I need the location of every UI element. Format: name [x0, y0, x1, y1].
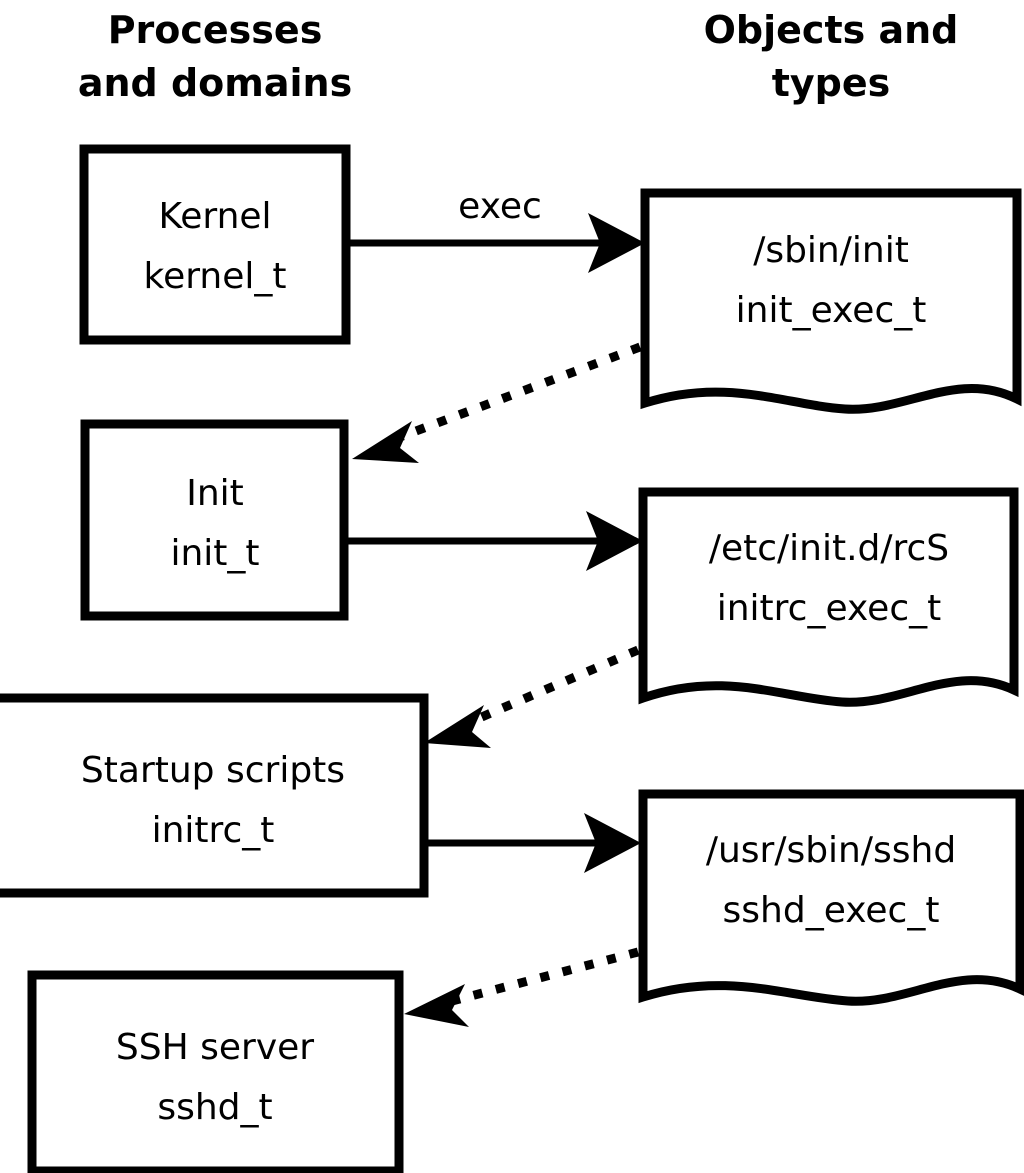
edge-sshd_exec-transition-sshd: [404, 947, 640, 1027]
edge-line: [468, 645, 640, 727]
edge-initrc_exec-transition-initrc: [424, 645, 640, 748]
arrow-head-icon: [584, 813, 641, 873]
column-header-processes: Processes and domains: [78, 8, 352, 105]
column-header-processes-line1: Processes: [108, 8, 323, 52]
edge-label-exec: exec: [458, 186, 542, 227]
node-sshd[interactable]: SSH server sshd_t: [27, 970, 404, 1173]
node-kernel-line1: Kernel: [158, 196, 271, 237]
edge-init-exec-initrc_exec: [348, 511, 643, 571]
arrow-head-icon: [352, 421, 419, 463]
node-initrc_exec-line2: initrc_exec_t: [717, 588, 942, 629]
arrow-head-icon: [588, 213, 645, 273]
edge-line: [450, 947, 640, 1006]
node-init[interactable]: Init init_t: [80, 419, 349, 621]
node-init_exec-line1: /sbin/init: [753, 230, 909, 271]
column-header-objects: Objects and types: [704, 8, 959, 105]
column-header-objects-line2: types: [772, 61, 891, 105]
arrow-head-icon: [586, 511, 643, 571]
node-init-line2: init_t: [170, 533, 259, 574]
node-initrc[interactable]: Startup scripts initrc_t: [0, 693, 429, 898]
node-init_exec-document-shape[interactable]: [640, 188, 1022, 414]
node-sshd_exec-line1: /usr/sbin/sshd: [706, 830, 956, 871]
node-initrc-line1: Startup scripts: [81, 750, 345, 791]
node-init-line1: Init: [186, 473, 244, 514]
edge-line: [398, 342, 642, 442]
node-init_exec-line2: init_exec_t: [736, 290, 927, 331]
node-initrc-box[interactable]: [0, 693, 429, 898]
edge-kernel-exec-init_exec: exec: [350, 186, 645, 273]
node-init_exec[interactable]: /sbin/init init_exec_t: [640, 188, 1022, 414]
node-kernel[interactable]: Kernel kernel_t: [79, 144, 351, 345]
node-sshd-box[interactable]: [27, 970, 404, 1173]
node-init-box[interactable]: [80, 419, 349, 621]
node-sshd_exec[interactable]: /usr/sbin/sshd sshd_exec_t: [638, 789, 1024, 1006]
arrow-head-icon: [424, 705, 491, 748]
node-sshd_exec-document-shape[interactable]: [638, 789, 1024, 1006]
arrow-head-icon: [404, 984, 469, 1027]
node-initrc_exec[interactable]: /etc/init.d/rcS initrc_exec_t: [638, 487, 1019, 707]
node-kernel-line2: kernel_t: [144, 256, 287, 297]
node-kernel-box[interactable]: [79, 144, 351, 345]
edge-initrc-exec-sshd_exec: [428, 813, 641, 873]
node-sshd-line1: SSH server: [116, 1027, 314, 1068]
column-header-objects-line1: Objects and: [704, 8, 959, 52]
edge-init_exec-transition-init: [352, 342, 642, 463]
node-initrc_exec-line1: /etc/init.d/rcS: [709, 528, 949, 569]
node-sshd_exec-line2: sshd_exec_t: [723, 890, 940, 931]
column-header-processes-line2: and domains: [78, 61, 352, 105]
node-initrc_exec-document-shape[interactable]: [638, 487, 1019, 707]
node-sshd-line2: sshd_t: [157, 1087, 272, 1128]
node-initrc-line2: initrc_t: [152, 810, 275, 851]
